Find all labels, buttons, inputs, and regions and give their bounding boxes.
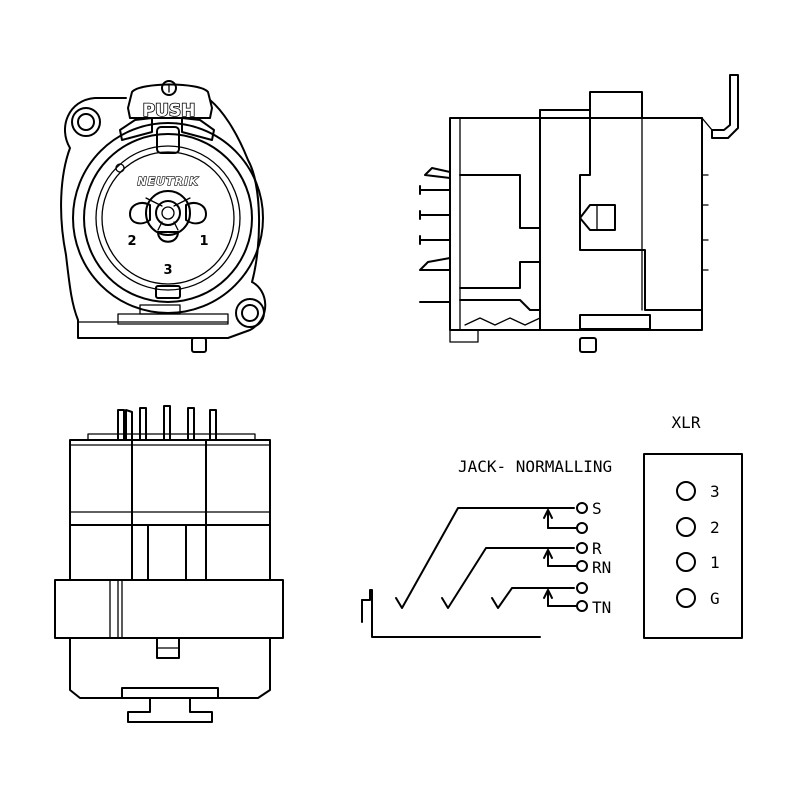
center-socket-ring bbox=[145, 190, 191, 236]
pin-label-2: 2 bbox=[127, 234, 136, 249]
pin-label-3: 3 bbox=[163, 263, 172, 278]
terminal-rn bbox=[576, 560, 588, 572]
center-socket bbox=[155, 200, 181, 226]
terminal-t bbox=[576, 582, 588, 594]
bottom-pin-5 bbox=[209, 409, 217, 441]
side-pin-5 bbox=[419, 257, 451, 271]
side-rear-bracket bbox=[701, 117, 713, 131]
pin-socket-2 bbox=[129, 202, 151, 225]
contact-label-tn: TN bbox=[592, 598, 611, 617]
latch-slot-right bbox=[181, 117, 215, 141]
side-bottom-zigzag bbox=[464, 317, 541, 326]
front-outer-ring bbox=[72, 122, 264, 314]
ring-contact bbox=[441, 547, 575, 609]
xlr-pad-label-1: 1 bbox=[710, 553, 720, 572]
side-rear-ticks bbox=[701, 174, 709, 271]
schematic-title: JACK- NORMALLING bbox=[458, 457, 612, 476]
socket-spokes bbox=[145, 197, 191, 231]
mounting-hole-top-inner bbox=[77, 113, 95, 131]
push-button[interactable] bbox=[127, 83, 213, 119]
switch-arrow-t bbox=[543, 589, 553, 607]
side-front-foot bbox=[449, 329, 479, 343]
bottom-view bbox=[54, 405, 284, 723]
side-latch-window bbox=[579, 204, 616, 231]
bottom-notch bbox=[155, 285, 181, 299]
jack-sleeve bbox=[361, 589, 541, 638]
bottom-tab bbox=[127, 697, 213, 723]
pin-label-1: 1 bbox=[199, 234, 208, 249]
bottom-pin-2 bbox=[139, 407, 147, 441]
side-step-profile bbox=[459, 174, 541, 289]
bottom-center-channel bbox=[147, 524, 187, 581]
sleeve-contact bbox=[395, 507, 575, 609]
center-socket-core bbox=[161, 206, 175, 220]
contact-label-rn: RN bbox=[592, 558, 611, 577]
switch-normal-leads bbox=[547, 527, 577, 607]
front-inner-ring bbox=[95, 145, 241, 291]
xlr-pad-1 bbox=[676, 552, 696, 572]
bottom-flange-band bbox=[54, 579, 284, 639]
mounting-hole-bottom bbox=[235, 298, 265, 328]
xlr-title: XLR bbox=[672, 413, 701, 432]
side-rear-pcb-pin bbox=[711, 74, 739, 139]
pin-socket-3 bbox=[157, 231, 179, 243]
push-label: PUSH bbox=[143, 101, 196, 121]
xlr-pad-label-3: 3 bbox=[710, 482, 720, 501]
switch-arrow-r bbox=[543, 549, 553, 567]
xlr-pad-label-g: G bbox=[710, 589, 720, 608]
bottom-upper-body bbox=[69, 439, 271, 581]
xlr-pad-3 bbox=[676, 481, 696, 501]
front-indicator-dot bbox=[115, 163, 125, 173]
side-view bbox=[419, 74, 739, 353]
front-bottom-peg bbox=[191, 337, 207, 353]
front-middle-ring bbox=[83, 133, 253, 303]
push-button-screw bbox=[161, 80, 177, 96]
bottom-pin-1 bbox=[117, 409, 133, 441]
bottom-pin-3 bbox=[163, 405, 171, 441]
mounting-hole-bottom-inner bbox=[241, 304, 259, 322]
terminal-r bbox=[576, 542, 588, 554]
side-bottom-peg bbox=[579, 337, 597, 353]
xlr-pinout: XLR 3 2 1 G bbox=[643, 413, 743, 639]
contact-label-s: S bbox=[592, 499, 602, 518]
bottom-tab-rail bbox=[121, 687, 219, 699]
side-bottom-rail bbox=[579, 314, 651, 330]
tip-contact bbox=[491, 587, 575, 609]
xlr-pad-2 bbox=[676, 517, 696, 537]
xlr-pad-label-2: 2 bbox=[710, 518, 720, 537]
switch-arrow-s bbox=[543, 509, 553, 529]
xlr-pad-g bbox=[676, 588, 696, 608]
contact-label-r: R bbox=[592, 539, 602, 558]
front-flange bbox=[60, 97, 267, 339]
jack-normalling-schematic: JACK- NORMALLING S R RN TN bbox=[361, 457, 612, 638]
bottom-band-lines bbox=[109, 579, 123, 639]
xlr-box bbox=[643, 453, 743, 639]
side-pin-1 bbox=[424, 167, 451, 179]
side-rear-block bbox=[579, 91, 703, 311]
latch-slot-left bbox=[119, 117, 153, 141]
terminal-tn bbox=[576, 600, 588, 612]
brand-label: NEUTRIK bbox=[137, 175, 199, 188]
bottom-pin-4 bbox=[187, 407, 195, 441]
side-top-lip bbox=[539, 109, 591, 119]
side-pin-3 bbox=[419, 210, 451, 220]
terminal-s-normal bbox=[576, 522, 588, 534]
side-pin-2 bbox=[419, 185, 451, 195]
mounting-hole-top bbox=[71, 107, 101, 137]
side-pin-4 bbox=[419, 235, 451, 245]
bottom-top-rail bbox=[87, 433, 256, 441]
side-main-body bbox=[449, 117, 703, 331]
side-lower-step bbox=[459, 299, 541, 311]
front-view: PUSH NEUTRIK 2 1 3 bbox=[60, 80, 267, 353]
terminal-s bbox=[576, 502, 588, 514]
pin-socket-1 bbox=[185, 202, 207, 225]
latch-key bbox=[156, 126, 180, 154]
